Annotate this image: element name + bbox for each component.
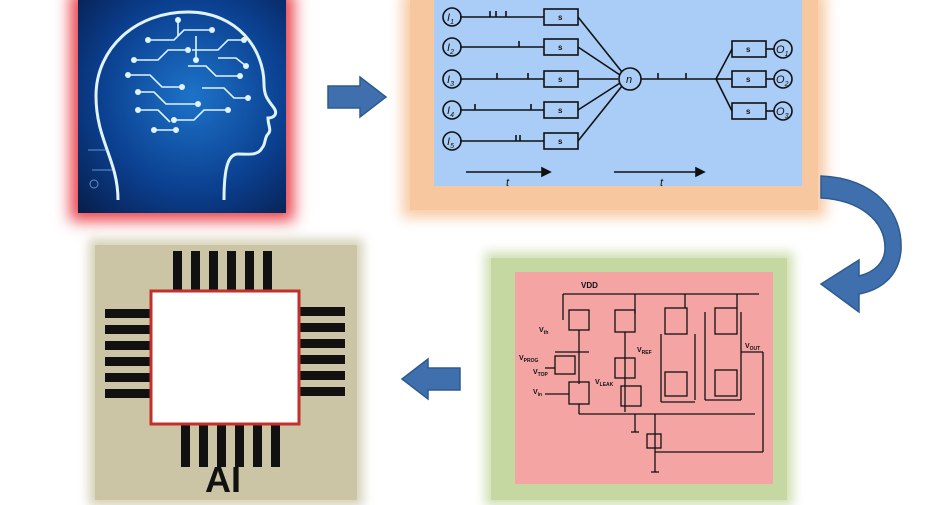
snn-diagram: I1 I2 I3 I4 I5 O1 O2 O3 n t t s s s s s … [434,0,802,189]
curved-arrow-icon [819,175,902,314]
brain-illustration [78,0,286,213]
brain-panel [78,0,286,213]
vprog-label: VPROG [519,355,539,364]
time-label-1: t [506,177,510,186]
vin-label: Vin [533,389,542,398]
input-label-2: I2 [447,42,454,56]
circuit-traces [128,20,248,131]
output-label-2: O2 [776,74,789,88]
snn-panel: I1 I2 I3 I4 I5 O1 O2 O3 n t t s s s s s … [410,0,818,210]
head-outline [94,10,278,201]
vdd-label: VDD [581,281,598,290]
input-label-1: I1 [447,12,454,26]
ai-chip-icon [105,251,345,467]
vout-label: VOUT [745,343,760,352]
right-arrow-icon [327,75,388,119]
input-label-4: I4 [447,105,454,119]
synapse-label-4: s [558,106,563,115]
circuit-panel: VDD Vth VPROG VTOP Vin VLEAK VREF VOUT [491,258,787,500]
synapse-label-5: s [558,137,563,146]
circuit-nodes [125,17,251,133]
chip-panel [95,245,357,500]
synapse-label-1: s [558,13,563,22]
time-label-2: t [660,177,664,186]
ai-chip-label: AI [205,459,241,500]
synapse-label-3: s [558,75,563,84]
neuron-label: n [626,74,632,86]
input-label-3: I3 [447,74,454,88]
synapse-label-2: s [558,43,563,52]
synapse-label-7: s [746,75,751,84]
input-label-5: I5 [447,136,454,150]
synapse-label-6: s [746,45,751,54]
vref-label: VREF [637,347,652,356]
neuron-circuit-diagram: VDD Vth VPROG VTOP Vin VLEAK VREF VOUT [515,272,773,484]
vleak-label: VLEAK [595,379,614,388]
output-label-3: O3 [776,106,789,120]
synapse-label-8: s [746,107,751,116]
vth-label: Vth [539,327,548,336]
left-arrow-icon [400,357,461,401]
output-label-1: O1 [776,44,789,58]
vtop-label: VTOP [533,369,549,378]
